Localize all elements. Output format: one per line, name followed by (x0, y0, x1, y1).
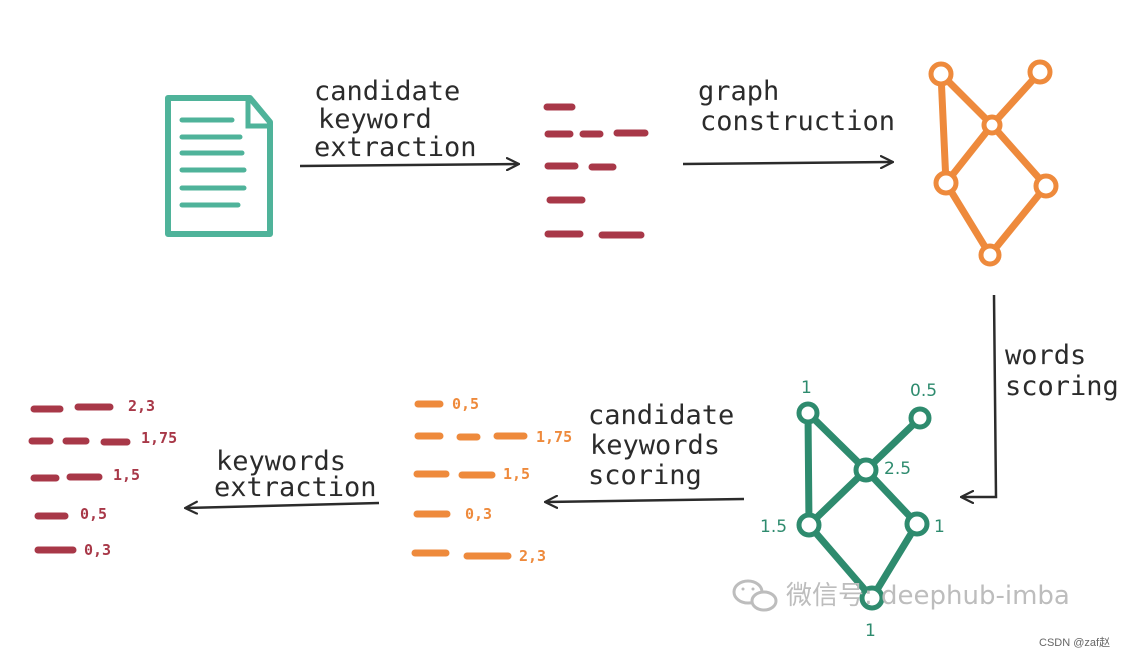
watermark: 微信号: deephub-imba (732, 579, 1070, 612)
node-score: 2.5 (884, 459, 911, 479)
node-score: 0.5 (910, 381, 937, 401)
scored-node (904, 511, 930, 537)
candidate-score: 1,75 (536, 428, 572, 446)
word-graph (928, 59, 1059, 267)
step-label-line: keywords (590, 430, 720, 461)
step-keywords-extraction: keywords extraction (186, 446, 380, 508)
step-label-line: construction (700, 106, 895, 137)
node-score: 1 (801, 378, 812, 398)
candidate-score: 0,5 (452, 395, 479, 413)
scored-node (908, 406, 932, 430)
keyword-score: 0,5 (80, 505, 107, 523)
graph-node (1027, 59, 1053, 85)
arrow-right (299, 164, 518, 166)
scored-node (796, 512, 822, 538)
arrow-down-left (962, 294, 998, 497)
arrow-left (186, 503, 380, 508)
credit-label: CSDN @zaf赵 (1039, 635, 1110, 649)
candidate-score: 0,3 (465, 505, 492, 523)
step-label-line: candidate (314, 76, 460, 107)
step-label-line: keyword (318, 104, 432, 135)
arrow-right (682, 162, 892, 164)
step-label-line: extraction (314, 132, 477, 163)
graph-node (928, 61, 954, 87)
step-label-line: words (1005, 340, 1086, 371)
graph-node (978, 243, 1002, 267)
candidate-score: 1,5 (503, 465, 530, 483)
step-graph-construction: graph construction (682, 76, 895, 164)
wechat-icon (732, 579, 778, 612)
step-label-line: extraction (214, 472, 377, 503)
step-label-line: graph (698, 76, 779, 107)
step-label-line: candidate (588, 400, 734, 431)
scored-candidates-list: 0,5 1,75 1,5 0,3 2,3 (411, 395, 572, 565)
step-label-line: scoring (1005, 371, 1119, 402)
step-label-line: scoring (588, 460, 702, 491)
step-candidate-keywords-scoring: candidate keywords scoring (546, 400, 745, 502)
node-score: 1 (865, 621, 876, 641)
step-label-line: keywords (216, 446, 346, 477)
candidate-keywords-list (543, 103, 649, 239)
scored-node (796, 401, 820, 425)
keyword-score: 0,3 (84, 541, 111, 559)
scored-node (853, 457, 879, 483)
candidate-score: 2,3 (519, 547, 546, 565)
keyword-score: 2,3 (128, 397, 155, 415)
graph-node (933, 170, 959, 196)
scored-node (859, 585, 885, 611)
document-icon (165, 95, 273, 237)
arrow-left (546, 499, 745, 502)
scored-word-graph: 1 0.5 2.5 1.5 1 1 (760, 378, 945, 641)
keyword-score: 1,5 (113, 466, 140, 484)
extracted-keywords-list: 2,3 1,75 1,5 0,5 0,3 (28, 397, 177, 559)
watermark-text: 微信号: deephub-imba (786, 581, 1070, 611)
graph-node (981, 114, 1003, 136)
node-score: 1 (934, 517, 945, 537)
node-score: 1.5 (760, 517, 787, 537)
step-candidate-extraction: candidate keyword extraction (299, 76, 518, 166)
step-words-scoring: words scoring (962, 294, 1119, 497)
keyword-score: 1,75 (141, 429, 177, 447)
graph-node (1033, 173, 1059, 199)
